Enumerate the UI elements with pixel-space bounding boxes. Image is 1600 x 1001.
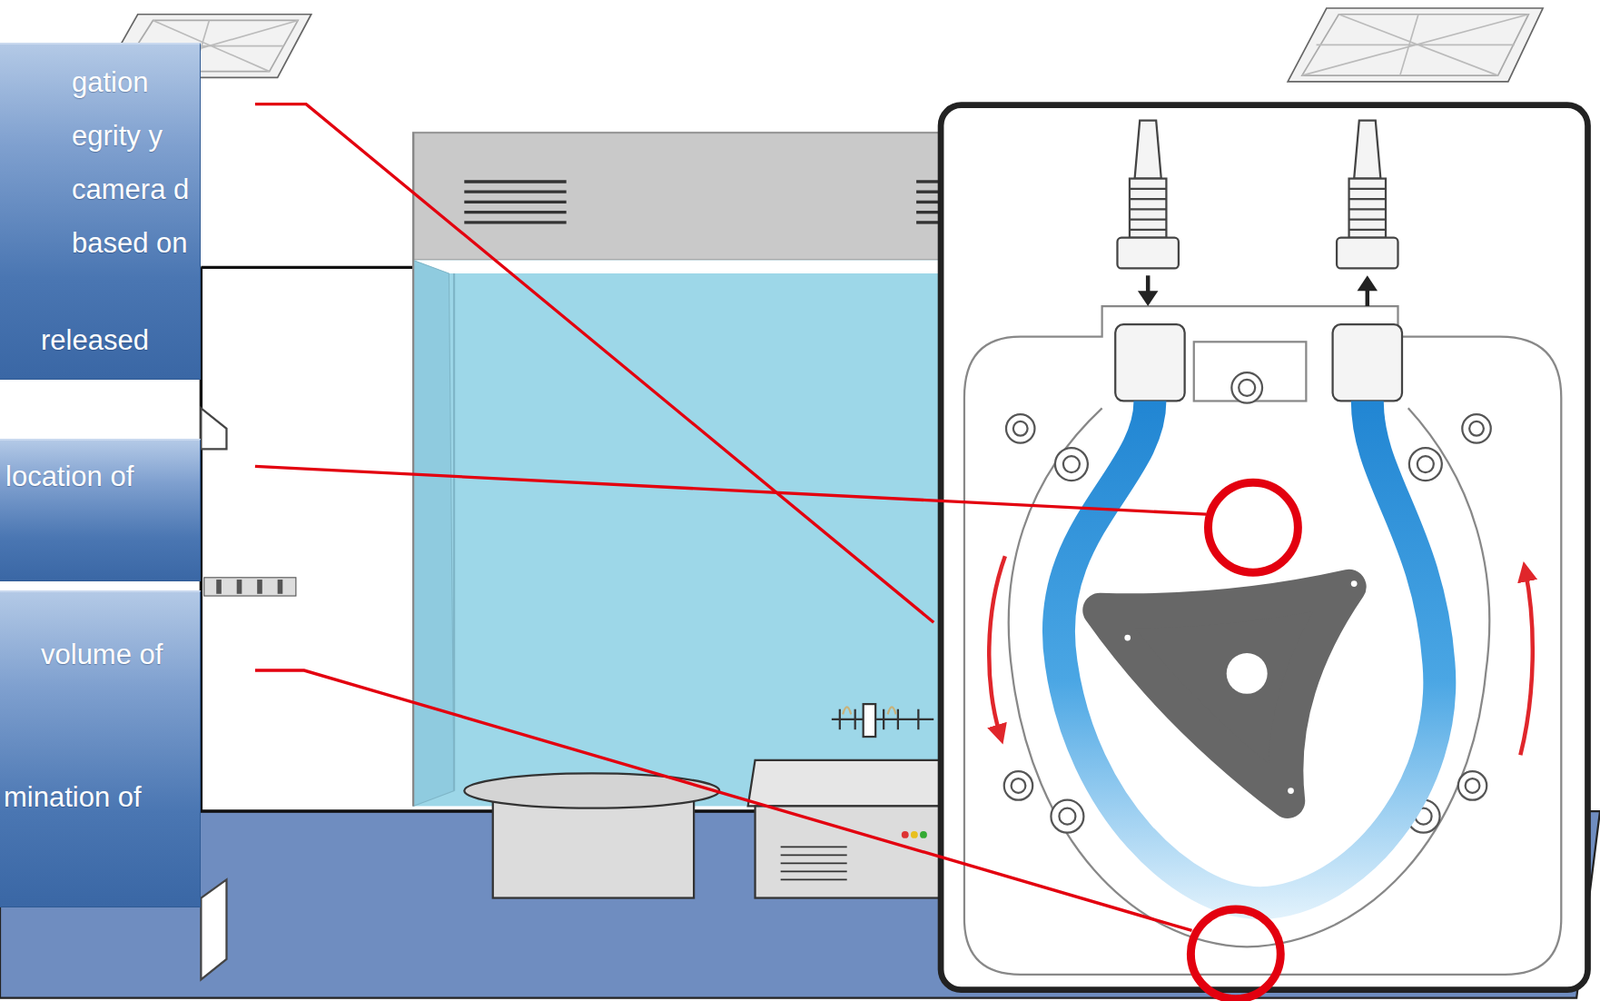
leader-line [255,465,1206,514]
callout-text: gation egrity y camera d based on [71,55,195,270]
leader-line [255,670,1193,930]
leader-line [255,104,934,623]
callout-box: volume of mination of [0,590,201,908]
callout-text: location of [5,449,198,504]
wall-line [200,266,418,269]
callout-box: gation egrity y camera d based on release… [0,42,201,380]
pump-rotor [1099,586,1349,801]
rack-device [831,703,934,737]
rotor-pin [1287,787,1294,794]
rotation-arrow [988,555,1006,735]
callout-text: mination of [3,770,199,824]
pump-inset [940,105,1588,990]
tube-fitting [1115,120,1403,402]
callout-text: released [40,313,199,367]
highlight-circle [1190,908,1281,999]
rotor-pin [1124,634,1131,642]
highlight-circle [1207,482,1298,573]
callout-text: volume of [40,627,199,682]
safety-cabinet [413,132,944,806]
ceiling-panel [1287,8,1543,82]
rotation-arrow [1520,571,1532,755]
radiator [204,577,297,596]
callout-box: location of [0,438,201,582]
turntable [464,772,720,898]
pump-tube [1058,400,1440,903]
rotor-hub [1226,652,1268,694]
rotor-pin [1351,580,1358,587]
door [200,407,227,979]
